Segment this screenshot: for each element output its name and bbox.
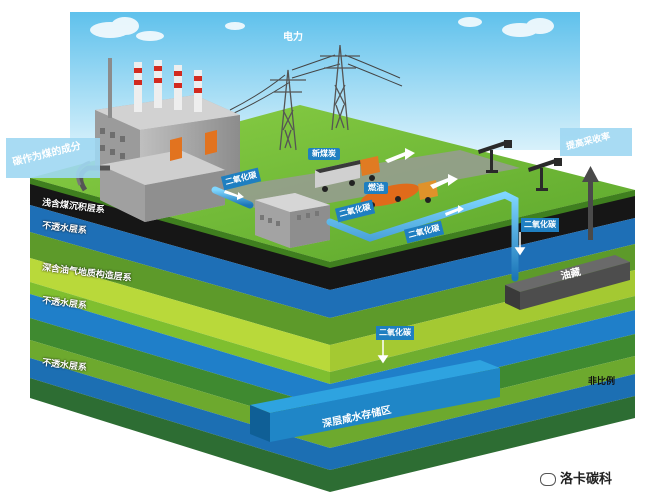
pylon-2: [320, 44, 360, 131]
pylon-1: [270, 69, 306, 151]
watermark: 洛卡碳科: [540, 473, 612, 486]
clouds: [90, 17, 554, 41]
down-arrows: [377, 232, 526, 364]
carbon-source-label: [6, 138, 100, 178]
capture-plant: [255, 193, 330, 248]
electricity-label: 电力: [283, 32, 303, 43]
co2-pipelines: [211, 186, 519, 398]
co2-label-5: 二氧化碳: [376, 326, 414, 340]
power-lines: [229, 54, 403, 115]
co2-label-4: 二氧化碳: [521, 218, 559, 232]
watermark-text: 洛卡碳科: [560, 472, 613, 487]
power-plant: [76, 58, 240, 222]
coal-truck: [315, 156, 380, 192]
oil-reservoir: [505, 255, 630, 310]
left-face-layers: [30, 178, 330, 492]
fuel-tag: 燃油: [364, 182, 388, 194]
flow-arrows-surface: [385, 148, 458, 189]
not-to-scale-label: 非比例: [588, 377, 616, 387]
recovery-arrow: [582, 166, 599, 240]
wechat-icon: [540, 473, 556, 486]
pump-jack-2: [528, 158, 562, 191]
improve-recovery-label: [560, 128, 632, 156]
pump-jack-1: [478, 140, 512, 173]
new-coal-tag: 新煤炭: [308, 148, 340, 160]
saline-reservoir: [250, 360, 500, 442]
pipe-arrows: [224, 190, 464, 216]
